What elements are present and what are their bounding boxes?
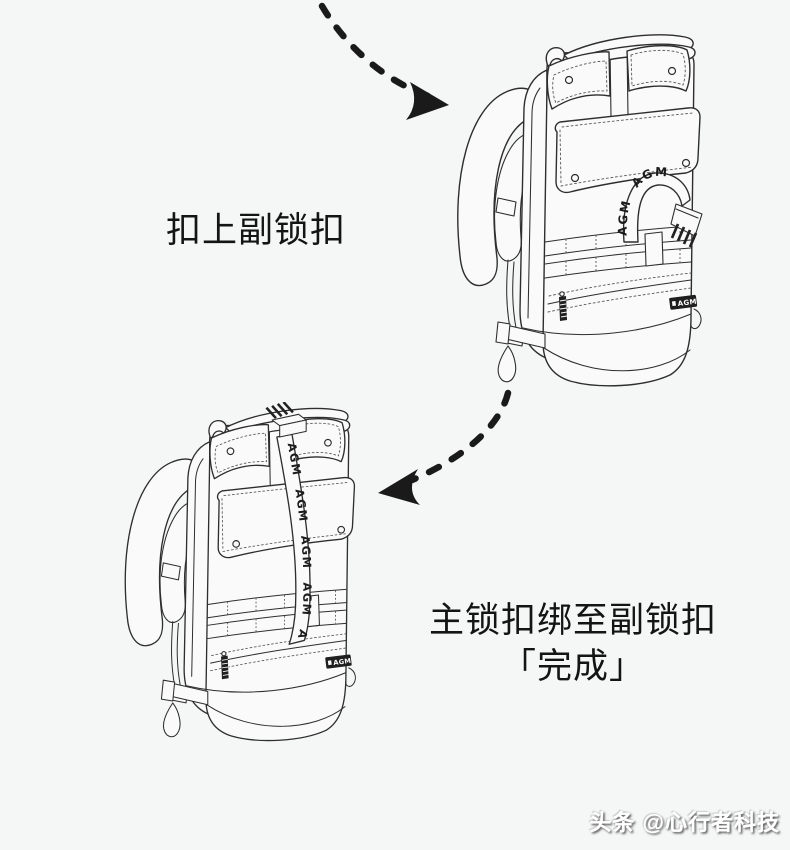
brand-patch: AGM	[669, 294, 697, 310]
backpack-illustration-step2: AGM	[116, 402, 356, 742]
brand-patch-label: AGM	[677, 298, 697, 308]
molle-webbing	[544, 225, 692, 279]
watermark: 头条 @心行者科技	[589, 810, 780, 835]
side-panel	[495, 69, 548, 359]
front-pocket-flap	[216, 476, 356, 559]
step1-arrow-icon	[318, 2, 449, 120]
main-buckle	[265, 402, 307, 438]
step2-label-line2: 「完成」	[500, 646, 645, 686]
step2-arrow-icon	[378, 389, 512, 505]
zipper-pocket	[547, 272, 692, 321]
roll-top	[545, 34, 696, 110]
brand-patch: AGM	[325, 654, 352, 669]
brand-patch-label: AGM	[333, 657, 352, 667]
front-pocket-flap	[554, 107, 701, 194]
side-loop	[690, 308, 702, 330]
step1-label: 扣上副锁扣	[165, 211, 346, 250]
step2-label: 主锁扣绑至副锁扣 「完成」	[408, 598, 738, 689]
shoulder-straps	[457, 87, 545, 383]
buckle-hook	[670, 203, 703, 248]
zipper-pocket	[210, 633, 347, 680]
side-loop	[345, 667, 356, 687]
side-panel	[160, 441, 211, 715]
step2-label-line1: 主锁扣绑至副锁扣	[428, 601, 717, 640]
backpack-illustration-step1: AGM	[457, 34, 703, 387]
